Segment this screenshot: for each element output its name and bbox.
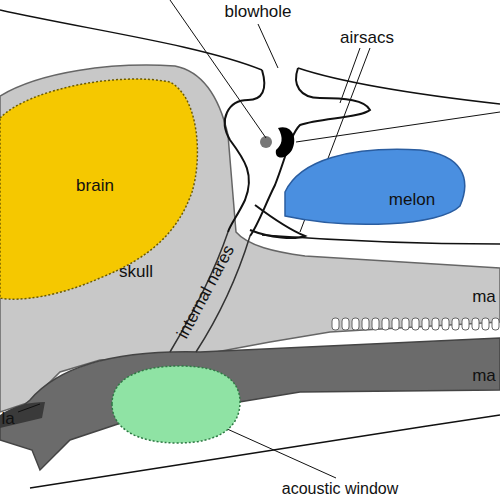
region-shape bbox=[0, 79, 197, 299]
region-label: acoustic window bbox=[282, 480, 399, 498]
region-label: melon bbox=[389, 190, 435, 210]
leader-line bbox=[258, 24, 278, 68]
part-label: ma bbox=[472, 366, 496, 386]
anatomy-region: acoustic window bbox=[108, 365, 242, 445]
skin-outline bbox=[0, 10, 262, 70]
teeth bbox=[332, 318, 499, 330]
part-label: skull bbox=[119, 262, 153, 282]
part-label: ma bbox=[472, 287, 496, 307]
part-label: airsacs bbox=[340, 28, 394, 48]
mandible-bone bbox=[0, 338, 500, 470]
part-label: la bbox=[1, 409, 14, 429]
region-shape bbox=[112, 366, 240, 443]
skin-outline bbox=[262, 235, 500, 244]
leader-line bbox=[296, 112, 500, 142]
region-shape bbox=[285, 149, 465, 224]
region-outline bbox=[280, 145, 475, 233]
phonic-lips bbox=[276, 127, 295, 157]
region-outline bbox=[108, 365, 242, 445]
region-label: brain bbox=[76, 176, 114, 196]
leader-line bbox=[340, 48, 360, 103]
bulla-bone bbox=[0, 402, 45, 428]
anatomy-region: melon bbox=[280, 145, 475, 233]
part-label: blowhole bbox=[224, 2, 291, 22]
anatomy-region: brain bbox=[0, 76, 205, 306]
leader-line bbox=[18, 404, 40, 412]
